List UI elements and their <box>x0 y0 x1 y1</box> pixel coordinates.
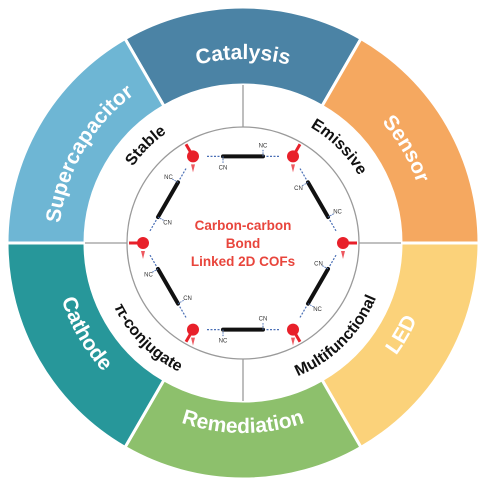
node-highlight <box>191 337 195 346</box>
triazine-node <box>137 237 149 249</box>
vinylene-linker <box>299 303 309 318</box>
cyano-label: NC <box>219 339 228 345</box>
cyano-label: CN <box>183 296 192 302</box>
cyano-bond <box>151 268 159 273</box>
node-highlight <box>291 164 295 173</box>
vinylene-linker <box>299 168 309 183</box>
vinylene-linker <box>177 168 187 183</box>
cyano-label: CN <box>294 186 303 192</box>
cyano-label: CN <box>219 165 228 171</box>
node-highlight <box>291 337 295 346</box>
node-highlight <box>191 164 195 173</box>
cyano-label: CN <box>259 317 268 323</box>
cyano-label: NC <box>313 307 322 313</box>
cyano-bond <box>307 303 315 308</box>
triazine-node <box>337 237 349 249</box>
cof-structure: CN NC CN NC CN NC CN NC CN NC CN NC <box>129 143 357 346</box>
vinylene-linker <box>149 216 159 232</box>
node-highlight <box>341 251 345 259</box>
cyano-label: NC <box>333 210 342 216</box>
aromatic-linker <box>306 266 330 306</box>
cyano-bond <box>157 216 165 221</box>
vinylene-linker <box>149 254 159 270</box>
aromatic-linker <box>156 180 180 220</box>
center-title-line3: Linked 2D COFs <box>191 254 295 269</box>
cyano-label: NC <box>164 175 173 181</box>
triazine-node <box>187 323 199 336</box>
node-highlight <box>141 251 145 259</box>
center-label: Carbon-carbon Bond Linked 2D COFs <box>191 218 295 269</box>
vinylene-linker <box>177 303 187 318</box>
cyano-label: NC <box>259 143 268 149</box>
cyano-label: NC <box>144 272 153 278</box>
cyano-bond <box>321 265 329 270</box>
triazine-node <box>287 150 299 163</box>
center-title-line2: Bond <box>226 236 261 251</box>
center-title-line1: Carbon-carbon <box>195 218 292 233</box>
cyano-bond <box>177 299 185 305</box>
triazine-node <box>187 150 199 163</box>
cyano-bond <box>301 181 309 187</box>
cyano-label: CN <box>163 221 172 227</box>
cyano-bond <box>171 178 179 183</box>
vinylene-linker <box>327 216 337 232</box>
cyano-bond <box>327 213 335 218</box>
aromatic-linker <box>306 180 330 220</box>
aromatic-linker <box>156 266 180 306</box>
triazine-node <box>287 323 299 336</box>
cyano-label: CN <box>314 261 323 267</box>
vinylene-linker <box>327 254 337 270</box>
